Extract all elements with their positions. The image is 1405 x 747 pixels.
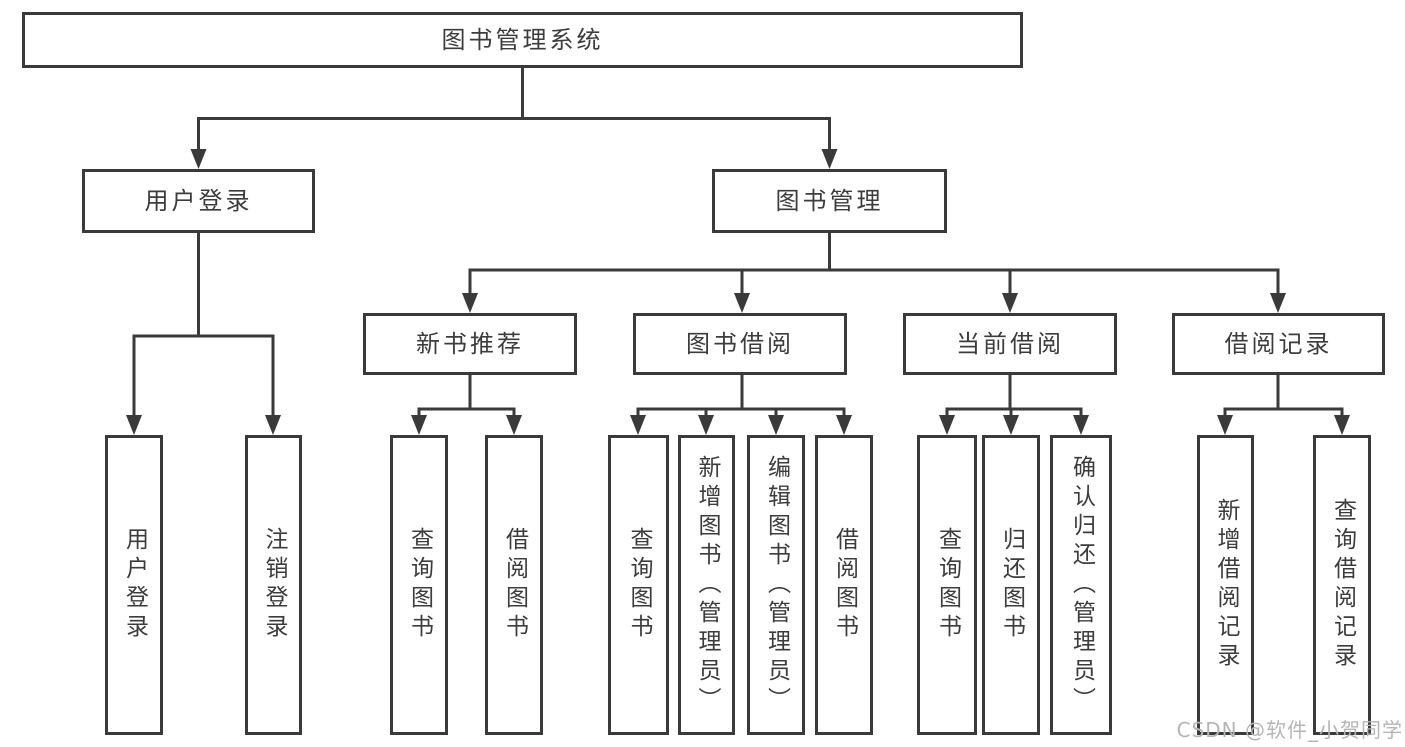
node-book-mgmt: 图书管理: [712, 169, 947, 233]
node-leaf-logout: 注销登录: [245, 435, 302, 735]
node-leaf-nb-query-label: 查询图书: [406, 527, 433, 643]
node-leaf-nb-borrow: 借阅图书: [485, 435, 543, 735]
node-borrow-records-label: 借阅记录: [1224, 330, 1333, 358]
node-borrow-records: 借阅记录: [1172, 313, 1385, 375]
node-leaf-bw-add-label: 新增图书（管理员）: [694, 454, 720, 716]
node-leaf-rc-query: 查询借阅记录: [1313, 435, 1371, 735]
node-leaf-bw-query: 查询图书: [608, 435, 669, 735]
node-leaf-rc-add: 新增借阅记录: [1197, 435, 1254, 735]
connector-level3-to-leaves: [411, 375, 1350, 435]
node-leaf-bw-add: 新增图书（管理员）: [678, 435, 735, 735]
node-root: 图书管理系统: [22, 12, 1023, 68]
node-leaf-nb-query: 查询图书: [390, 435, 448, 735]
node-leaf-bw-query-label: 查询图书: [626, 527, 652, 643]
node-book-borrow: 图书借阅: [633, 313, 847, 375]
node-leaf-bw-borrow-label: 借阅图书: [831, 527, 858, 643]
node-leaf-cu-return-label: 归还图书: [998, 527, 1025, 643]
node-book-borrow-label: 图书借阅: [686, 330, 794, 358]
connector-root-to-level2: [190, 66, 838, 169]
node-leaf-cu-confirm-label: 确认归还（管理员）: [1068, 454, 1095, 716]
node-new-books-label: 新书推荐: [416, 330, 524, 358]
csdn-watermark: CSDN @软件_小贺同学: [1176, 718, 1403, 742]
node-leaf-rc-query-label: 查询借阅记录: [1329, 498, 1356, 672]
node-leaf-bw-edit: 编辑图书（管理员）: [747, 435, 805, 735]
node-leaf-bw-edit-label: 编辑图书（管理员）: [763, 454, 790, 716]
node-leaf-cu-confirm: 确认归还（管理员）: [1050, 435, 1112, 735]
node-leaf-user-login: 用户登录: [105, 435, 163, 735]
node-current-borrow: 当前借阅: [903, 313, 1117, 375]
node-leaf-cu-return: 归还图书: [982, 435, 1040, 735]
node-new-books: 新书推荐: [363, 313, 577, 375]
node-root-label: 图书管理系统: [441, 26, 604, 54]
node-book-mgmt-label: 图书管理: [775, 187, 884, 215]
node-leaf-cu-query: 查询图书: [917, 435, 977, 735]
node-leaf-bw-borrow: 借阅图书: [815, 435, 873, 735]
connector-book-mgmt-to-level3: [462, 233, 1286, 313]
node-leaf-cu-query-label: 查询图书: [934, 527, 961, 643]
node-leaf-nb-borrow-label: 借阅图书: [501, 527, 528, 643]
node-leaf-rc-add-label: 新增借阅记录: [1213, 498, 1239, 672]
node-leaf-user-login-label: 用户登录: [121, 527, 148, 643]
connector-user-login-to-leaves: [126, 233, 281, 435]
node-user-login: 用户登录: [82, 169, 315, 233]
node-current-borrow-label: 当前借阅: [956, 330, 1064, 358]
node-user-login-label: 用户登录: [144, 187, 253, 215]
node-leaf-logout-label: 注销登录: [261, 527, 287, 643]
